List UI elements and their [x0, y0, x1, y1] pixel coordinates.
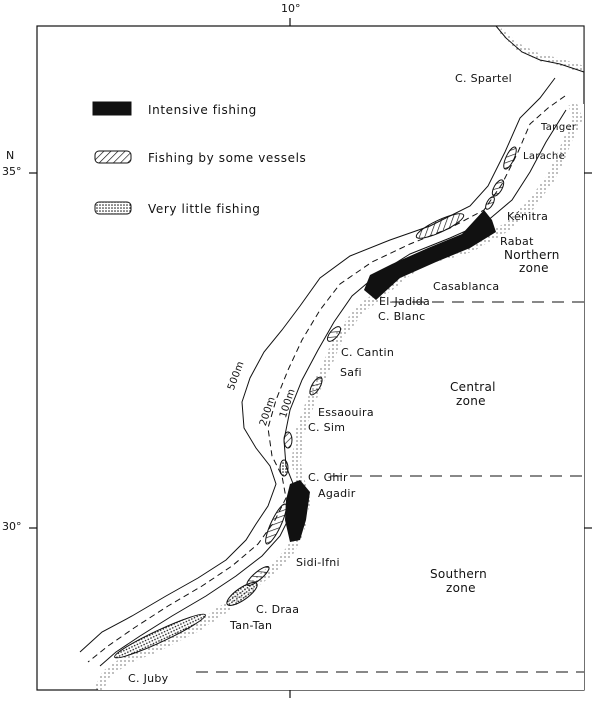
- intensive-fishing-areas: [285, 210, 496, 542]
- legend-swatches: [92, 101, 132, 215]
- place-casablanca: Casablanca: [433, 280, 500, 293]
- zone-northern-line1: Northern: [504, 248, 560, 262]
- hatch-area-kenitra-1: [491, 179, 505, 197]
- north-letter: N: [6, 149, 15, 162]
- hatch-area-kenitra-2: [485, 196, 495, 210]
- hatch-area-c-blanc: [326, 326, 342, 342]
- spain-stipple: [497, 27, 584, 73]
- zone-boundaries: [196, 301, 584, 673]
- place-agadir: Agadir: [318, 487, 356, 500]
- longitude-label: 10°: [281, 2, 301, 15]
- place-kenitra: Kénitra: [507, 210, 549, 223]
- hatch-area-larache: [503, 146, 517, 170]
- dot-area-tan-tan: [114, 613, 206, 659]
- place-sidi-ifni: Sidi-Ifni: [296, 556, 340, 569]
- place-tanger: Tanger: [541, 122, 577, 133]
- intensive-area-agadir: [285, 480, 310, 542]
- latitude-35-label: 35°: [2, 165, 22, 178]
- light-fishing-areas: [114, 459, 289, 659]
- legend-label-light: Very little fishing: [148, 202, 261, 216]
- place-c-sim: C. Sim: [308, 421, 346, 434]
- zone-southern-line2: zone: [446, 581, 476, 595]
- place-essaouira: Essaouira: [318, 406, 374, 419]
- hatch-area-agadir-south: [265, 503, 287, 545]
- place-c-draa: C. Draa: [256, 603, 300, 616]
- zone-southern-line1: Southern: [430, 567, 487, 581]
- place-c-juby: C. Juby: [128, 672, 169, 685]
- zone-central-line2: zone: [456, 394, 486, 408]
- isobath-200m: [87, 95, 566, 663]
- zone-northern-line2: zone: [519, 261, 549, 275]
- place-c-blanc: C. Blanc: [378, 310, 426, 323]
- legend-swatch-intensive: [92, 101, 132, 116]
- dot-area-c-ghir: [279, 459, 289, 477]
- place-rabat: Rabat: [500, 235, 534, 248]
- legend-swatch-light: [94, 201, 132, 215]
- place-safi: Safi: [340, 366, 362, 379]
- intensive-area-casablanca-rabat: [364, 210, 496, 300]
- legend-label-moderate: Fishing by some vessels: [148, 151, 307, 165]
- latitude-30-label: 30°: [2, 520, 22, 533]
- hatch-area-safi: [309, 376, 323, 396]
- dot-area-c-draa: [226, 582, 258, 606]
- hatch-area-north-offshore: [415, 213, 465, 239]
- hatch-area-c-sim: [283, 431, 293, 449]
- graticule-ticks: [29, 18, 592, 698]
- place-larache: Larache: [523, 151, 566, 162]
- isobath-500m: [79, 77, 556, 653]
- place-c-ghir: C. Ghir: [308, 471, 348, 484]
- place-el-jadida: El-Jadida: [379, 295, 431, 308]
- place-tan-tan: Tan-Tan: [230, 619, 273, 632]
- coastal-stipple: [93, 102, 583, 693]
- legend-label-intensive: Intensive fishing: [148, 103, 257, 117]
- place-c-cantin: C. Cantin: [341, 346, 395, 359]
- land-mass: [98, 104, 584, 690]
- legend-swatch-moderate: [94, 150, 132, 164]
- place-c-spartel: C. Spartel: [455, 72, 513, 85]
- zone-central-line1: Central: [450, 380, 496, 394]
